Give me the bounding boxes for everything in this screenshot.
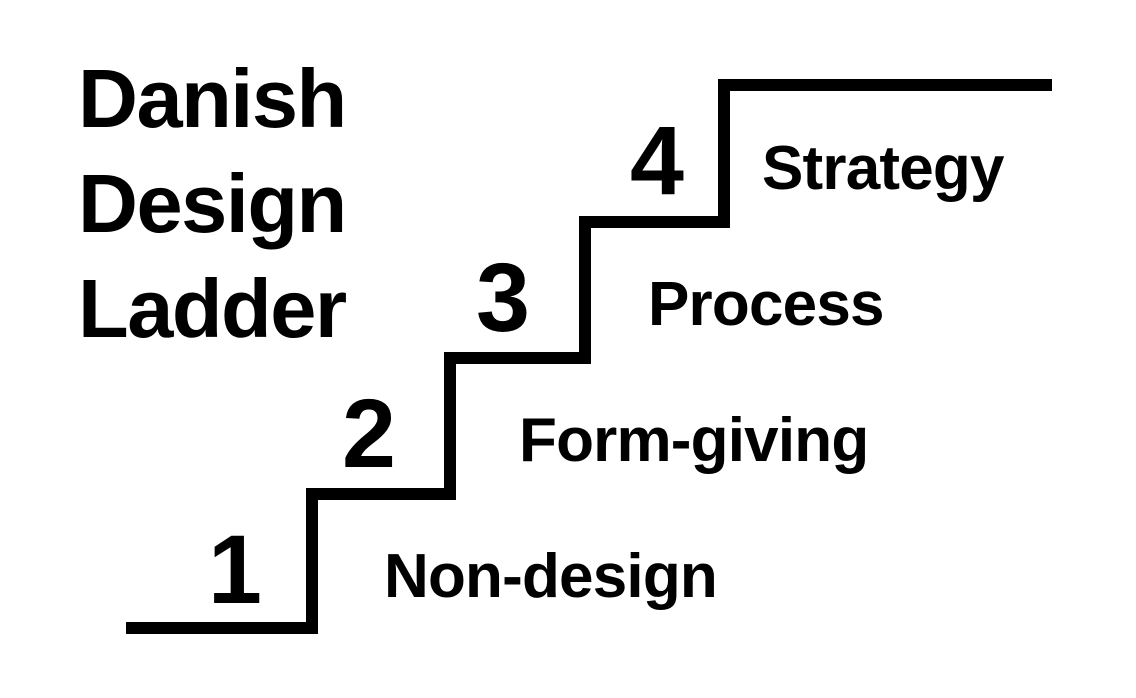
title-line-2: Design — [78, 157, 347, 250]
title-line-3: Ladder — [78, 262, 347, 355]
step-number-3: 3 — [476, 243, 530, 352]
step-label-strategy: Strategy — [762, 134, 1005, 203]
step-label-non-design: Non-design — [384, 542, 718, 611]
title-line-1: Danish — [78, 52, 347, 145]
step-number-1: 1 — [208, 515, 262, 624]
page-title: Danish Design Ladder — [78, 46, 418, 361]
step-label-form-giving: Form-giving — [519, 406, 869, 475]
step-number-2: 2 — [342, 379, 396, 488]
step-number-4: 4 — [630, 106, 684, 215]
step-label-process: Process — [648, 270, 884, 339]
staircase-path — [126, 79, 1052, 634]
